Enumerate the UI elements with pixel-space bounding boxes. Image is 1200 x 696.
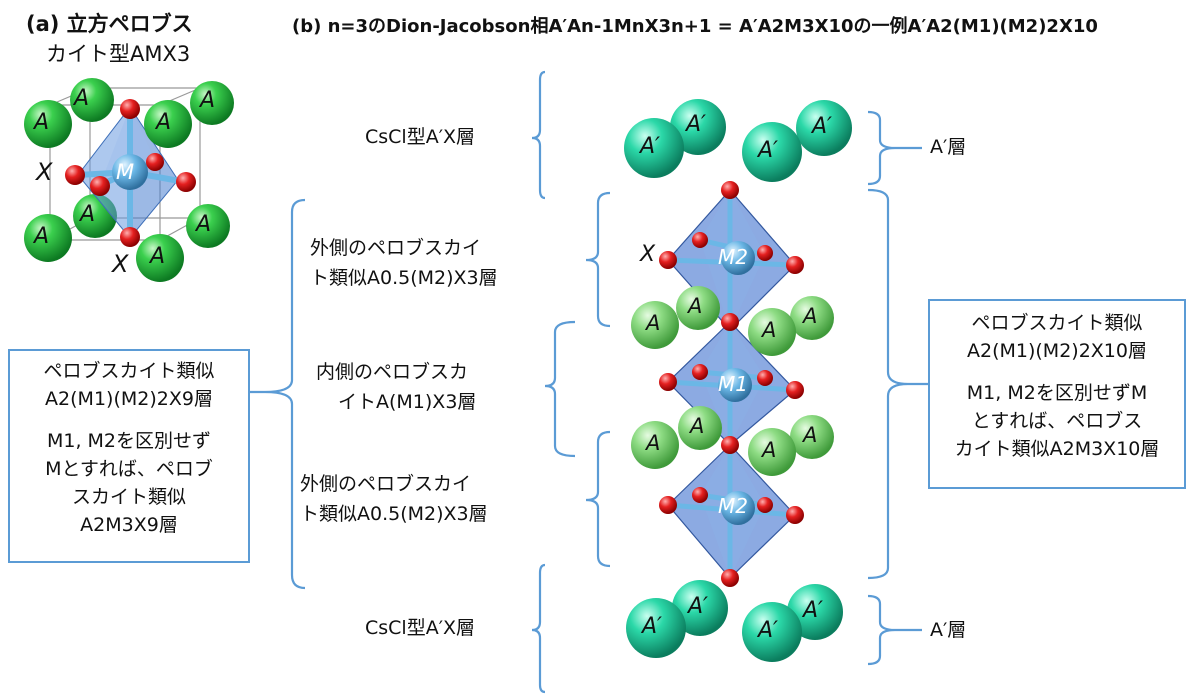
right-box-line2: A2(M1)(M2)2X10層 (967, 340, 1147, 362)
atom-label-a-prime: A′ (758, 138, 779, 163)
layer-label-outer-top-line2: ト類似A0.5(M2)X3層 (310, 267, 498, 289)
bracket-a-prime-top (867, 110, 922, 186)
layer-label-a-prime-bottom: A′層 (930, 619, 967, 641)
atom-label-a: A (803, 423, 818, 447)
left-box-line1: ペロブスカイト類似 (43, 360, 215, 382)
atom-label-a: A (80, 202, 96, 227)
atom-label-a: A (762, 318, 777, 342)
atom-label-a: A (690, 414, 705, 438)
right-summary-box: ペロブスカイト類似 A2(M1)(M2)2X10層 M1, M2を区別せずM と… (928, 299, 1186, 489)
right-box-line1: ペロブスカイト類似 (971, 312, 1143, 334)
layer-label-outer-bottom-line1: 外側のペロブスカイ (300, 473, 472, 495)
left-box-line6: A2M3X9層 (80, 514, 178, 536)
panel-a-title-line1: (a) 立方ペロブス (26, 12, 193, 36)
layer-label-cscl-bottom: CsCl型A′X層 (365, 617, 476, 639)
atom-label-x: X (112, 250, 129, 278)
bracket-a-prime-bottom (867, 594, 922, 666)
layer-label-cscl-top: CsCl型A′X層 (365, 126, 476, 148)
atom-label-a: A (34, 110, 50, 135)
left-box-line4: Mとすれば、ペロブ (45, 458, 213, 480)
atom-label-a: A (150, 244, 166, 269)
atom-label-a-prime: A′ (803, 598, 824, 623)
atom-label-a-prime: A′ (688, 594, 709, 619)
atom-label-a-prime: A′ (686, 112, 707, 137)
cubic-perovskite-cell (24, 78, 234, 282)
atom-label-a: A (34, 224, 50, 249)
layer-brackets (250, 70, 928, 694)
atom-label-x: X (640, 242, 656, 267)
atom-label-a-prime: A′ (642, 614, 663, 639)
dion-jacobson-structure (624, 99, 852, 662)
bracket-right-large (867, 188, 928, 580)
layer-label-inner-line2: イトA(M1)X3層 (338, 391, 477, 413)
atom-label-a: A (156, 110, 172, 135)
layer-label-outer-top-line1: 外側のペロブスカイ (310, 237, 482, 259)
left-box-line5: スカイト類似 (71, 486, 186, 508)
atom-label-a: A (688, 294, 703, 318)
atom-label-a: A (74, 86, 90, 111)
panel-a-title-line2: カイト型AMX3 (46, 42, 191, 66)
bracket-inner (544, 320, 576, 458)
right-box-line3: M1, M2を区別せずM (966, 382, 1148, 404)
atom-label-a-prime: A′ (812, 114, 833, 139)
bracket-cscl-top (531, 70, 546, 200)
atom-label-a: A (762, 438, 777, 462)
atom-label-x: X (36, 158, 53, 186)
right-box-line5: カイト類似A2M3X10層 (954, 438, 1160, 460)
left-summary-box: ペロブスカイト類似 A2(M1)(M2)2X9層 M1, M2を区別せず Mとす… (8, 349, 250, 563)
atom-label-a: A (803, 304, 818, 328)
layer-label-inner-line1: 内側のペロブスカ (316, 361, 469, 383)
atom-label-m1: M1 (718, 372, 748, 396)
atom-label-a: A (200, 88, 216, 113)
atom-label-a: A (196, 212, 212, 237)
atom-label-m2: M2 (718, 245, 748, 269)
bracket-outer-bottom (585, 430, 611, 568)
left-box-line2: A2(M1)(M2)2X9層 (45, 388, 213, 410)
bracket-cscl-bottom (531, 563, 546, 694)
atom-label-a-prime: A′ (640, 134, 661, 159)
panel-b-title: (b) n=3のDion-Jacobson相A′An-1MnX3n+1 = A′… (292, 16, 1098, 37)
layer-label-outer-bottom-line2: ト類似A0.5(M2)X3層 (300, 503, 488, 525)
left-box-line3: M1, M2を区別せず (46, 430, 212, 452)
layer-label-a-prime-top: A′層 (930, 136, 967, 158)
atom-label-a: A (646, 311, 661, 335)
right-box-line4: とすれば、ペロブス (971, 410, 1143, 432)
bracket-left-large (250, 198, 306, 590)
atom-label-m: M (116, 160, 135, 184)
bracket-outer-top (585, 191, 611, 328)
atom-label-a: A (646, 431, 661, 455)
atom-label-a-prime: A′ (758, 618, 779, 643)
atom-label-m2: M2 (718, 494, 748, 518)
